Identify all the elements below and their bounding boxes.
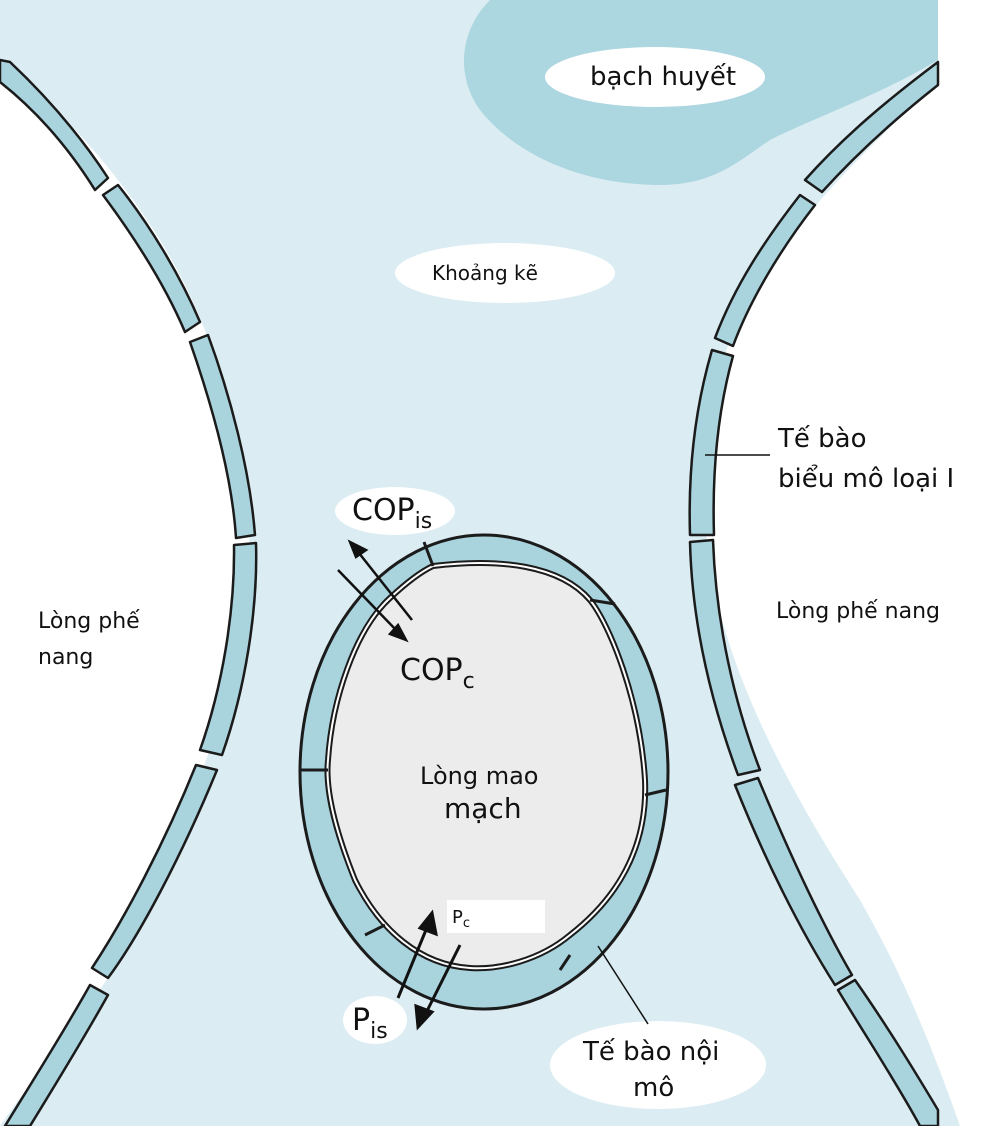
capillary-lumen-label-line2: mạch <box>444 792 522 825</box>
type-1-cell <box>198 541 258 757</box>
endothelial-label-bubble <box>550 1021 766 1109</box>
endothelial-label-line2: mô <box>633 1073 674 1103</box>
type-1-cell <box>688 348 735 537</box>
lymph-label-bubble <box>545 47 765 107</box>
type-1-cell <box>3 983 110 1126</box>
interstitium-label-bubble <box>395 243 615 303</box>
p-c-label-bubble <box>447 900 545 933</box>
alveolar-lumen-left-line2: nang <box>38 645 93 670</box>
capillary-lumen-inner-line <box>326 562 647 970</box>
type-1-cell <box>733 776 854 987</box>
alveolar-lumen-right-label: Lòng phế nang <box>776 599 940 624</box>
cop-is-label: COPis <box>352 493 432 534</box>
type-1-cell <box>90 763 219 980</box>
p-is-label: Pis <box>352 1003 388 1044</box>
left-epithelium <box>0 58 258 1126</box>
type-1-cell-label-line1: Tế bào <box>777 424 867 454</box>
type-1-cell <box>803 60 940 194</box>
p-c-label: Pc <box>452 907 470 931</box>
cop-c-label: COPc <box>400 653 475 694</box>
endothelial-junctions <box>300 541 667 971</box>
oncotic-pressure-arrows <box>337 539 413 643</box>
interstitium-label: Khoảng kẽ <box>432 261 538 285</box>
endothelial-leader <box>597 945 649 1025</box>
type-1-cell-label-line2: biểu mô loại I <box>778 463 954 494</box>
type-1-cell <box>101 183 202 334</box>
cop-is-label-bubble <box>335 487 455 535</box>
type-1-cell <box>713 193 817 348</box>
p-is-label-bubble <box>343 996 407 1044</box>
type-1-cell <box>0 58 110 192</box>
lymph-label: bạch huyết <box>590 62 736 92</box>
endothelial-label-line1: Tế bào nội <box>582 1037 719 1067</box>
capillary-lumen-label-line1: Lòng mao <box>420 762 538 790</box>
type-1-cell <box>688 538 762 777</box>
right-epithelium <box>688 60 940 1126</box>
type-1-cell <box>836 978 940 1126</box>
type-1-cell <box>188 333 257 540</box>
hydrostatic-pressure-arrows <box>396 909 462 1031</box>
alveolar-lumen-left-line1: Lòng phế <box>38 609 140 634</box>
